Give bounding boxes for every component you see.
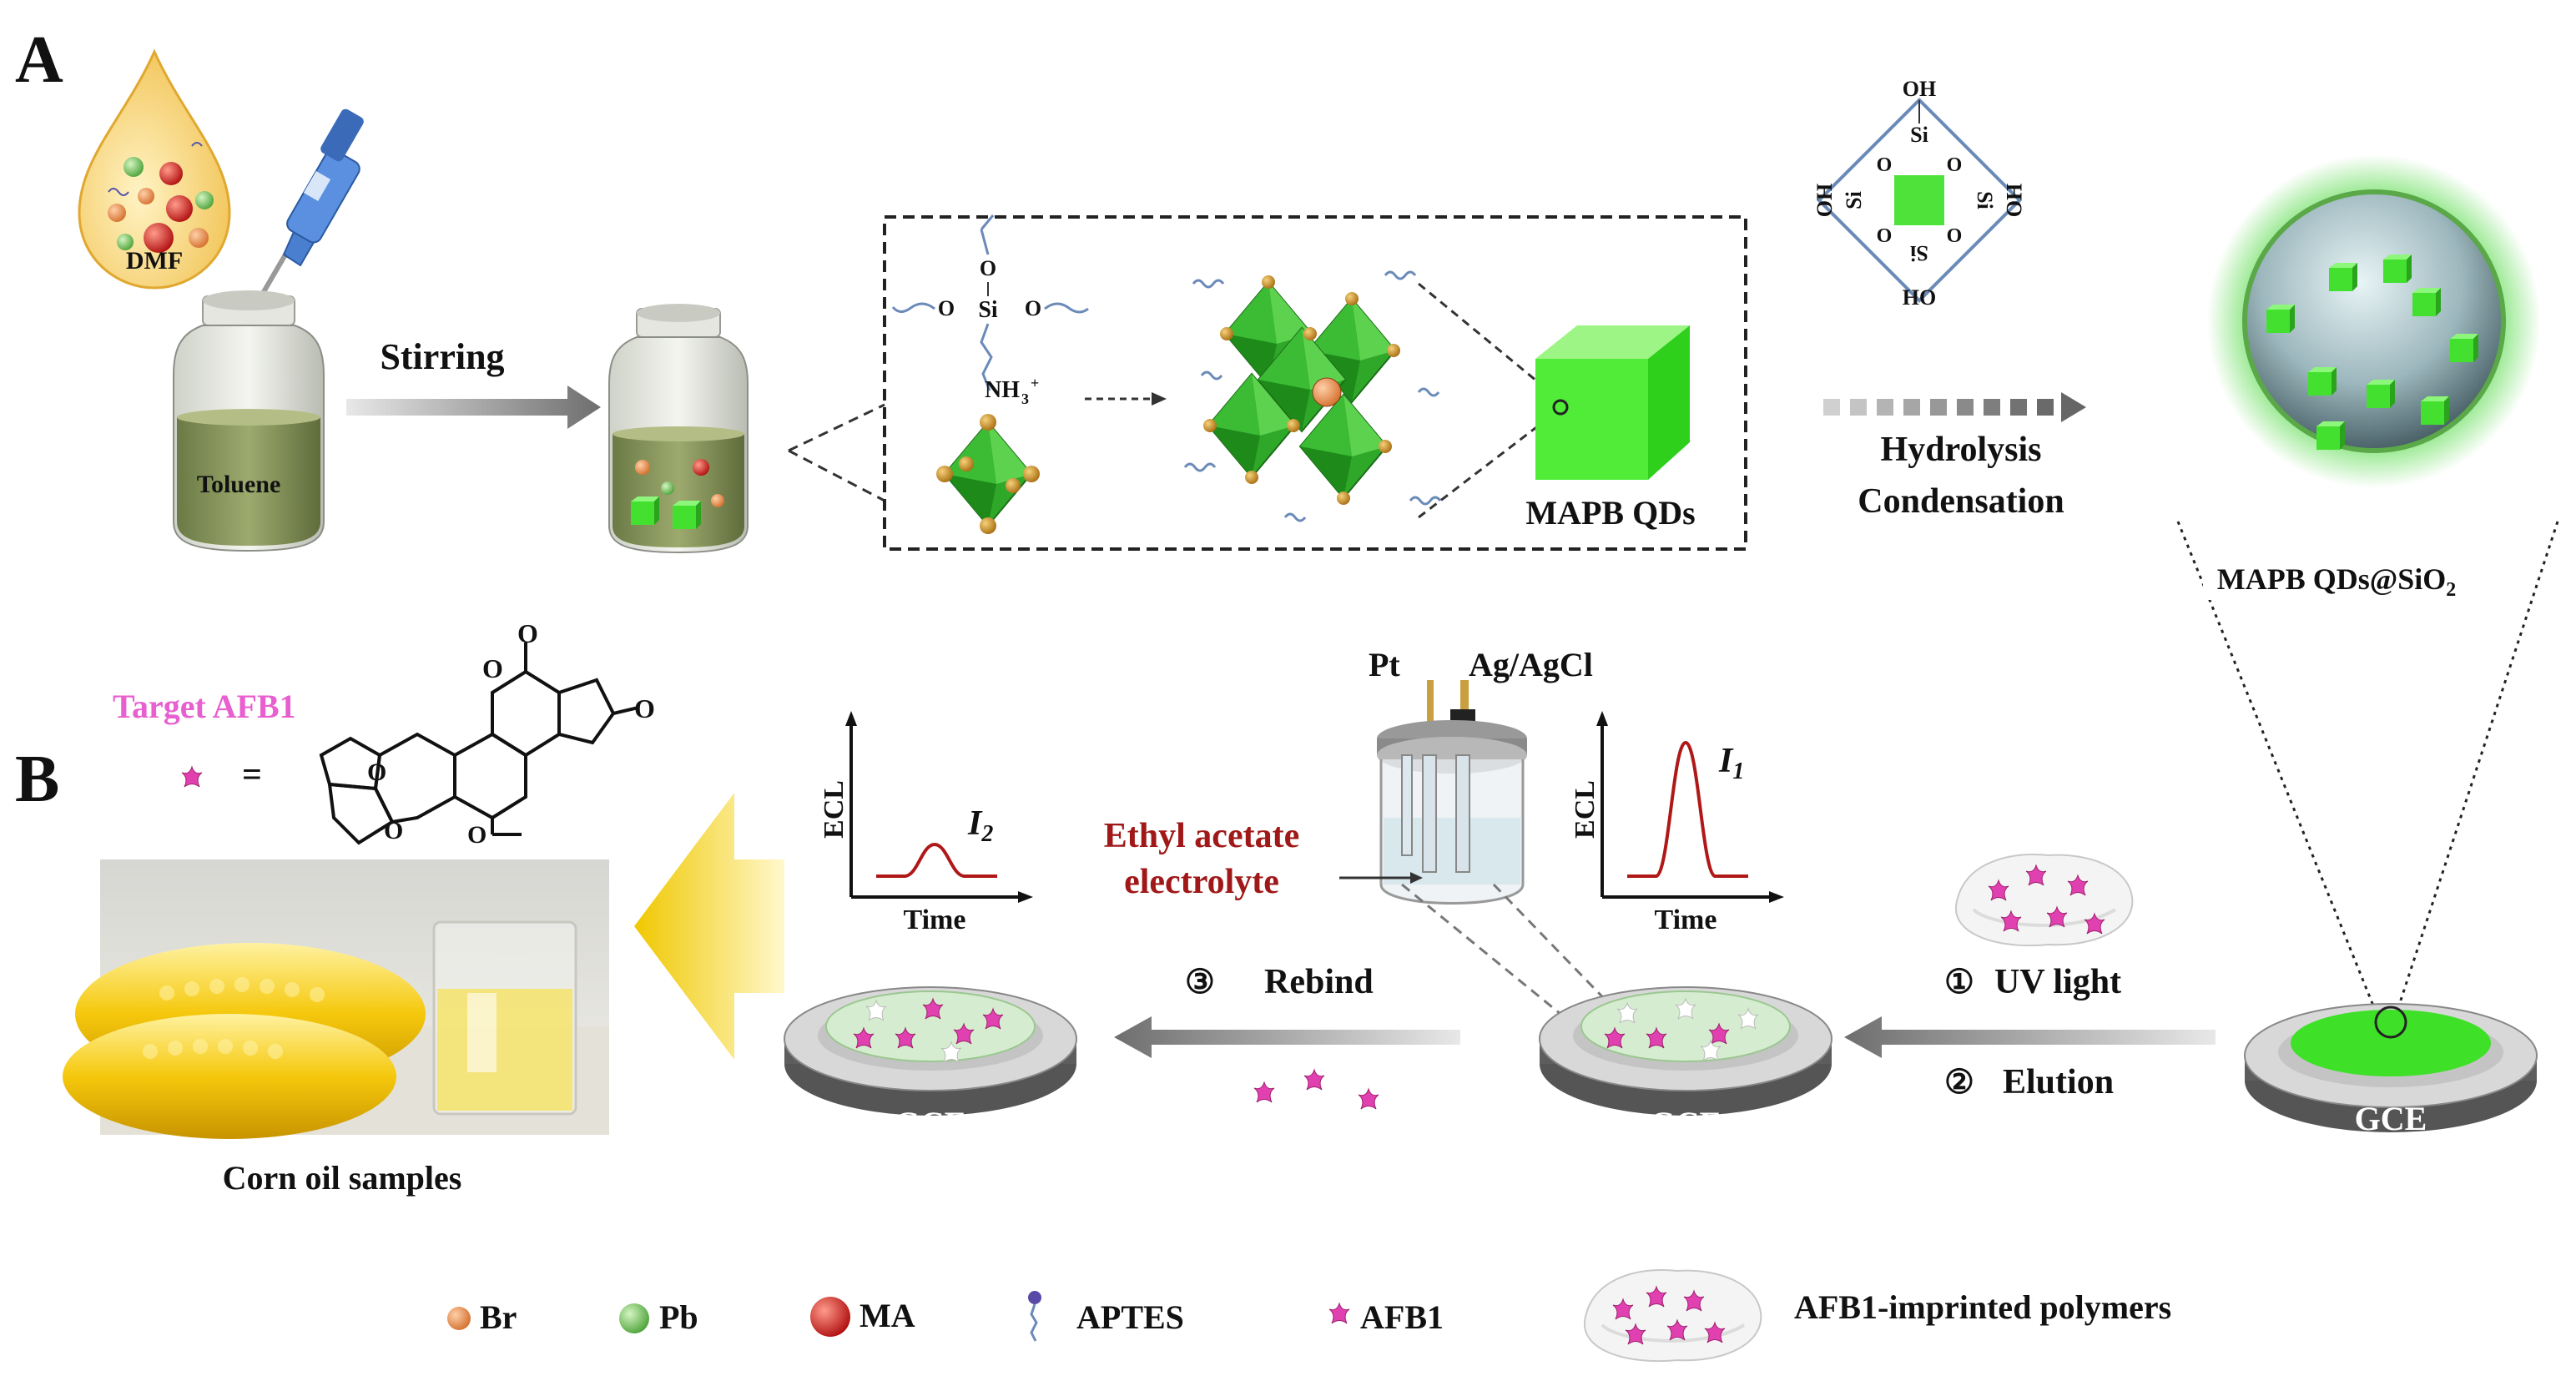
- toluene-label: Toluene: [197, 471, 281, 498]
- svg-text:GCE: GCE: [1650, 1105, 1722, 1142]
- svg-text:+: +: [1031, 375, 1039, 391]
- perovskite-lattice: [1183, 270, 1442, 522]
- elution-label: Elution: [2003, 1063, 2114, 1101]
- legend: Br Pb MA APTES AFB1 AFB1-imprinted polym…: [447, 1268, 2171, 1363]
- step1-marker: ①: [1944, 963, 1974, 1000]
- svg-text:O: O: [634, 693, 655, 723]
- legend-mip: AFB1-imprinted polymers: [1794, 1288, 2171, 1326]
- electrolyte-label-2: electrolyte: [1124, 863, 1279, 901]
- panel-label-b: B: [15, 743, 59, 816]
- svg-text:O: O: [384, 817, 403, 844]
- stirring-label: Stirring: [380, 336, 504, 377]
- legend-aptes: APTES: [1076, 1298, 1184, 1336]
- step3-marker: ③: [1185, 963, 1215, 1000]
- svg-text:Si: Si: [1842, 191, 1866, 209]
- corn-oil-label: Corn oil samples: [223, 1159, 462, 1197]
- afb1-o1: O: [482, 653, 503, 683]
- gce-electrode-modified: GCE: [2244, 1003, 2538, 1137]
- target-afb1-label: Target AFB1: [113, 688, 296, 725]
- yellow-arrow: [634, 793, 784, 1060]
- svg-text:Si: Si: [978, 297, 998, 323]
- rebind-arrow: [1114, 1016, 1460, 1058]
- svg-text:O: O: [980, 256, 996, 280]
- svg-text:Si: Si: [1973, 191, 1997, 209]
- electrochemical-cell: Pt Ag/AgCl: [1369, 646, 1593, 905]
- svg-text:HO: HO: [1903, 285, 1936, 310]
- legend-br: Br: [480, 1298, 517, 1336]
- svg-text:O: O: [367, 759, 386, 786]
- svg-text:O: O: [1877, 154, 1893, 176]
- svg-text:O: O: [1947, 225, 1963, 247]
- svg-text:Time: Time: [1655, 905, 1717, 935]
- svg-text:HO: HO: [2002, 184, 2026, 217]
- afb1-molecule: [1358, 1088, 1379, 1110]
- panel-label-a: A: [15, 23, 63, 97]
- uv-light-label: UV light: [1994, 963, 2121, 1001]
- ecl-plot-i2: ECL Time I2: [819, 711, 1033, 935]
- aptes-octahedron: O Si O O NH 3 +: [891, 214, 1089, 534]
- svg-text:O: O: [938, 296, 955, 320]
- svg-text:I2: I2: [967, 804, 993, 847]
- uv-elution-arrow: [1844, 1016, 2216, 1058]
- afb1-molecule: [1303, 1069, 1325, 1091]
- mechanism-box: [883, 215, 1747, 551]
- legend-pb: Pb: [659, 1298, 698, 1336]
- dmf-droplet: DMF: [78, 48, 231, 290]
- svg-text:OH: OH: [1903, 77, 1936, 101]
- svg-text:ECL: ECL: [1570, 780, 1601, 839]
- svg-text:3: 3: [1021, 391, 1029, 407]
- equals-sign: =: [242, 756, 262, 794]
- pipette-icon: [256, 108, 364, 302]
- afb1-molecule: [1253, 1081, 1275, 1103]
- svg-text:O: O: [1025, 296, 1041, 320]
- svg-text:Si: Si: [1910, 241, 1928, 265]
- corn-oil-photo: [63, 859, 609, 1139]
- mapb-qds-label: MAPB QDs: [1525, 494, 1695, 532]
- svg-text:Si: Si: [1910, 123, 1928, 147]
- svg-text:O: O: [1947, 154, 1963, 176]
- svg-text:GCE: GCE: [2355, 1100, 2427, 1137]
- hydrolysis-label: Hydrolysis: [1881, 431, 2042, 469]
- svg-text:Ag/AgCl: Ag/AgCl: [1469, 646, 1593, 683]
- svg-text:O: O: [1877, 225, 1893, 247]
- svg-text:O: O: [467, 821, 486, 849]
- reaction-bottle: [608, 304, 749, 554]
- afb1-structure: [319, 643, 639, 845]
- toluene-bottle: Toluene: [173, 290, 325, 552]
- svg-text:ECL: ECL: [819, 780, 849, 839]
- silica-network: Si Si Si Si O O O O OH HO OH HO: [1812, 77, 2026, 310]
- svg-text:I1: I1: [1718, 742, 1744, 784]
- legend-afb1: AFB1: [1360, 1298, 1444, 1336]
- electrolyte-label-1: Ethyl acetate: [1104, 817, 1299, 855]
- gce-electrode-rebound: GCE: [784, 986, 1077, 1142]
- svg-text:Pt: Pt: [1369, 646, 1400, 683]
- step2-marker: ②: [1944, 1063, 1974, 1101]
- svg-text:OH: OH: [1812, 184, 1837, 217]
- condensation-label: Condensation: [1858, 482, 2064, 521]
- mapb-sio2-sphere: [2207, 154, 2541, 488]
- svg-text:GCE: GCE: [895, 1105, 967, 1142]
- svg-text:O: O: [517, 618, 538, 648]
- mapb-qd-cube: [1535, 325, 1690, 480]
- svg-text:Time: Time: [904, 905, 966, 935]
- afb1-symbol: [181, 766, 203, 788]
- hydrolysis-arrow: [1823, 392, 2086, 422]
- mip-polymer: [1953, 853, 2135, 948]
- coated-qds-label: MAPB QDs@SiO2: [2217, 562, 2457, 601]
- dmf-label: DMF: [126, 247, 183, 275]
- svg-text:NH: NH: [985, 377, 1020, 403]
- stirring-arrow: [346, 386, 601, 429]
- rebind-label: Rebind: [1264, 963, 1374, 1001]
- legend-ma: MA: [860, 1297, 915, 1334]
- gce-electrode-imprinted: GCE: [1539, 986, 1832, 1142]
- ecl-plot-i1: ECL Time I1: [1570, 711, 1784, 935]
